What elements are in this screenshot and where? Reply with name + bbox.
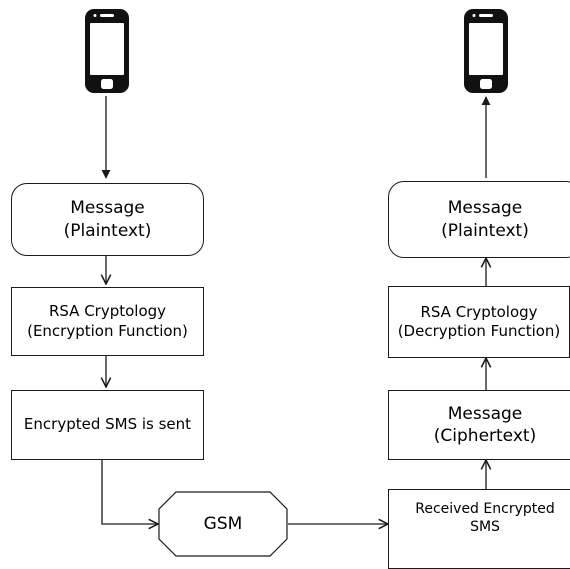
sent-box: Encrypted SMS is sent (11, 390, 204, 460)
ciphertext-subtitle: (Ciphertext) (433, 426, 537, 446)
received-subtitle: SMS (470, 519, 500, 536)
received-box: Received Encrypted SMS (388, 489, 570, 569)
ciphertext-title: Message (447, 403, 523, 424)
decryption-subtitle: (Decryption Function) (397, 322, 561, 340)
receiver-message-box: Message (Plaintext) (388, 181, 570, 258)
arrow-sent-to-gsm (101, 460, 158, 524)
sender-message-subtitle: (Plaintext) (63, 220, 152, 241)
smartphone-icon (85, 9, 129, 93)
gsm-label: GSM (203, 514, 243, 534)
smartphone-icon (464, 9, 508, 93)
receiver-message-title: Message (447, 198, 523, 219)
sender-message-title: Message (70, 198, 145, 219)
sent-label: Encrypted SMS is sent (23, 415, 192, 434)
sender-message-box: Message (Plaintext) (11, 183, 204, 256)
gsm-node (158, 491, 288, 557)
encryption-title: RSA Cryptology (48, 302, 167, 320)
ciphertext-box: Message (Ciphertext) (388, 390, 570, 460)
receiver-message-subtitle: (Plaintext) (441, 220, 529, 241)
decryption-title: RSA Cryptology (420, 302, 538, 321)
encryption-subtitle: (Encryption Function) (27, 321, 188, 340)
flow-connectors (0, 96, 570, 557)
decryption-box: RSA Cryptology (Decryption Function) (388, 286, 570, 358)
encryption-box: RSA Cryptology (Encryption Function) (11, 287, 204, 356)
received-title: Received Encrypted (415, 501, 555, 517)
